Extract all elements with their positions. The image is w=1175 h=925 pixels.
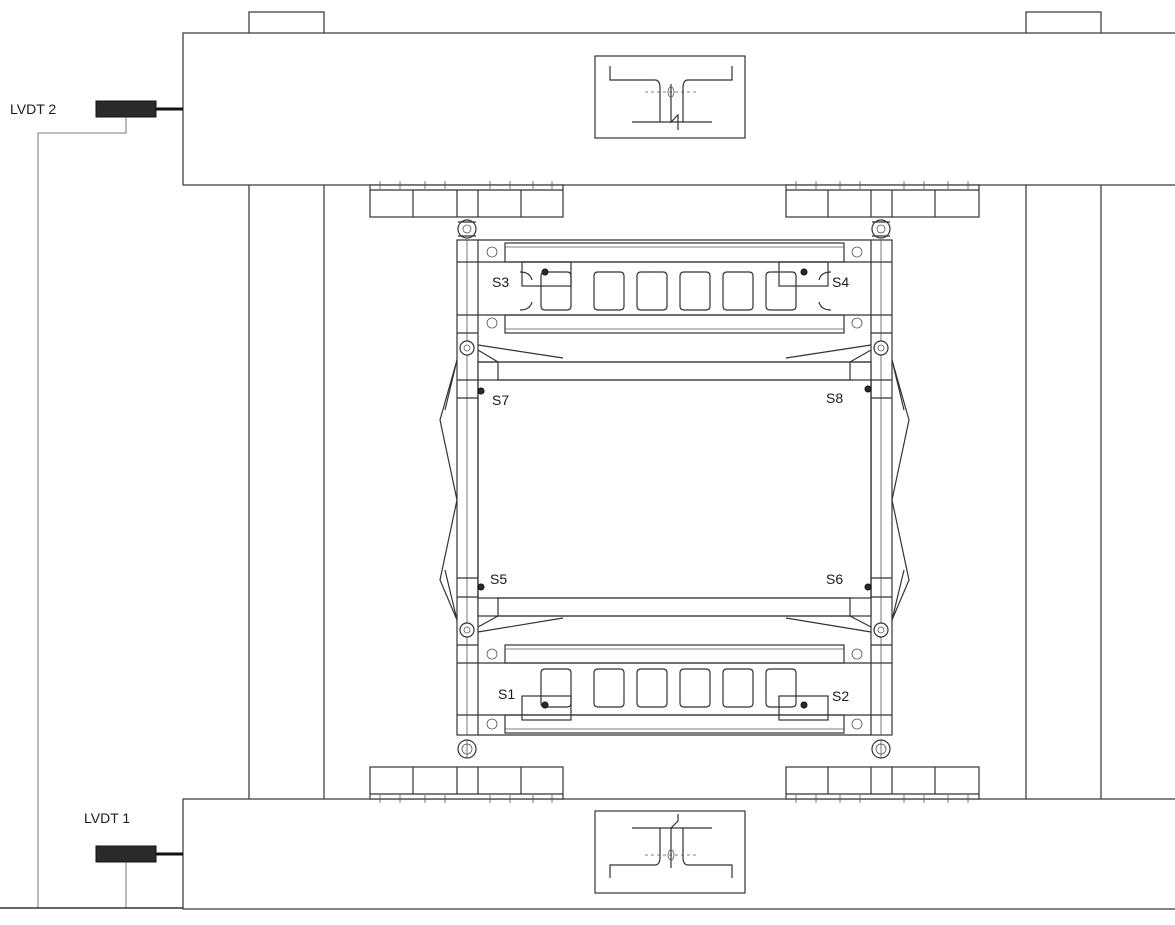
lvdt-1-label: LVDT 1 <box>84 810 130 826</box>
steel-frame <box>456 239 893 736</box>
top-coupling-beam <box>478 242 871 334</box>
bottom-left-base-plate <box>369 766 564 803</box>
left-reaction-column <box>248 11 325 799</box>
gauge-label-s6: S6 <box>826 571 843 587</box>
bottom-coupling-beam <box>478 644 871 734</box>
top-loading-beam <box>182 32 1175 186</box>
gauge-dot-s2 <box>800 701 808 709</box>
gauge-dot-s3 <box>541 268 549 276</box>
gauge-label-s7: S7 <box>492 392 509 408</box>
bottom-right-base-plate <box>785 766 980 803</box>
gauge-dot-s8 <box>864 385 872 393</box>
lvdt-2-sensor <box>37 100 183 908</box>
bottom-beam-section-detail <box>594 810 746 894</box>
right-reaction-column <box>1025 11 1102 799</box>
frame-pins <box>457 219 891 759</box>
infill-panel <box>477 361 872 617</box>
top-left-base-plate <box>369 181 564 218</box>
bottom-loading-beam <box>182 798 1175 910</box>
gauge-label-s5: S5 <box>490 571 507 587</box>
gauge-label-s1: S1 <box>498 686 515 702</box>
gauge-dot-s1 <box>541 701 549 709</box>
gauge-dot-s6 <box>864 583 872 591</box>
gauge-label-s2: S2 <box>832 688 849 704</box>
strain-gauge-points <box>477 268 872 709</box>
gauge-label-s4: S4 <box>832 274 849 290</box>
lvdt-2-label: LVDT 2 <box>10 101 56 117</box>
gauge-dot-s7 <box>477 387 485 395</box>
gauge-label-s8: S8 <box>826 390 843 406</box>
gauge-label-s3: S3 <box>492 274 509 290</box>
gauge-dot-s4 <box>800 268 808 276</box>
lvdt-1-sensor <box>95 845 183 908</box>
top-beam-section-detail <box>594 55 746 139</box>
frame-braces <box>439 344 910 633</box>
top-right-base-plate <box>785 181 980 218</box>
gauge-dot-s5 <box>477 583 485 591</box>
